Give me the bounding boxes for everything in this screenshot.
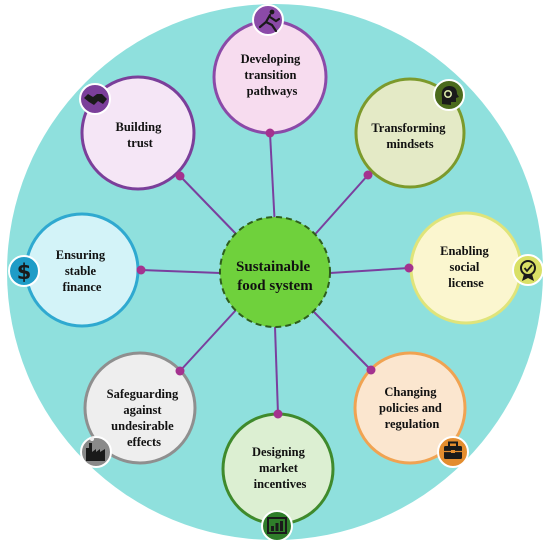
label-line: Transforming <box>371 121 446 135</box>
label-line: against <box>123 403 162 417</box>
label-line: Developing <box>241 52 301 66</box>
label-line: finance <box>63 280 102 294</box>
node-safeguarding: Safeguarding against undesirable effects <box>80 351 197 468</box>
center-label-line: Sustainable <box>236 259 311 275</box>
label-line: undesirable <box>111 419 174 433</box>
label-line: market <box>259 461 299 475</box>
node-label-ensuring: Ensuring stable finance <box>56 248 108 294</box>
node-label-safeguarding: Safeguarding against undesirable effects <box>107 387 182 449</box>
connector-enabling <box>329 267 410 274</box>
label-line: stable <box>65 264 97 278</box>
connector-dots <box>136 128 414 419</box>
node-designing: Designing market incentives <box>221 412 335 542</box>
connector-developing <box>269 132 276 229</box>
label-line: incentives <box>254 477 307 491</box>
briefcase-icon <box>437 436 469 468</box>
label-line: regulation <box>385 417 440 431</box>
node-label-enabling: Enabling social license <box>440 244 492 290</box>
label-line: Designing <box>252 445 306 459</box>
label-line: transition <box>244 68 296 82</box>
node-transforming: Transforming mindsets <box>354 77 466 189</box>
certificate-badge-icon <box>512 254 544 286</box>
connector-changing <box>313 311 372 371</box>
label-line: Ensuring <box>56 248 106 262</box>
connector-building <box>179 175 239 237</box>
market-chart-icon <box>261 510 293 542</box>
center-label-line: food system <box>237 278 313 294</box>
label-line: Changing <box>384 385 437 399</box>
connector-safeguarding <box>179 309 237 372</box>
connector-designing <box>274 326 279 415</box>
handshake-icon <box>79 83 111 115</box>
label-line: Building <box>116 120 163 134</box>
label-line: mindsets <box>386 137 433 151</box>
node-ensuring: Ensuring stable finance $ <box>8 212 140 328</box>
center-label: Sustainable food system <box>236 259 314 294</box>
connector-ensuring <box>140 269 221 274</box>
label-line: Enabling <box>440 244 489 258</box>
node-label-building: Building trust <box>116 120 165 150</box>
node-building: Building trust <box>79 75 196 191</box>
center-hub: Sustainable food system <box>219 216 331 328</box>
label-line: effects <box>127 435 161 449</box>
label-line: social <box>450 260 480 274</box>
factory-icon <box>80 436 112 468</box>
node-label-transforming: Transforming mindsets <box>371 121 448 151</box>
connector-transforming <box>309 174 369 241</box>
node-label-changing: Changing policies and regulation <box>379 385 445 431</box>
connector-lines <box>140 132 410 415</box>
running-person-icon <box>252 4 284 36</box>
node-label-designing: Designing market incentives <box>252 445 308 491</box>
label-line: pathways <box>247 84 298 98</box>
label-line: trust <box>127 136 154 150</box>
node-label-developing: Developing transition pathways <box>241 52 304 98</box>
head-gears-icon <box>433 79 465 111</box>
dollar-icon: $ <box>8 255 40 287</box>
label-line: license <box>448 276 484 290</box>
node-changing: Changing policies and regulation <box>353 351 469 468</box>
svg-text:$: $ <box>17 260 32 284</box>
label-line: Safeguarding <box>107 387 179 401</box>
label-line: policies and <box>379 401 442 415</box>
